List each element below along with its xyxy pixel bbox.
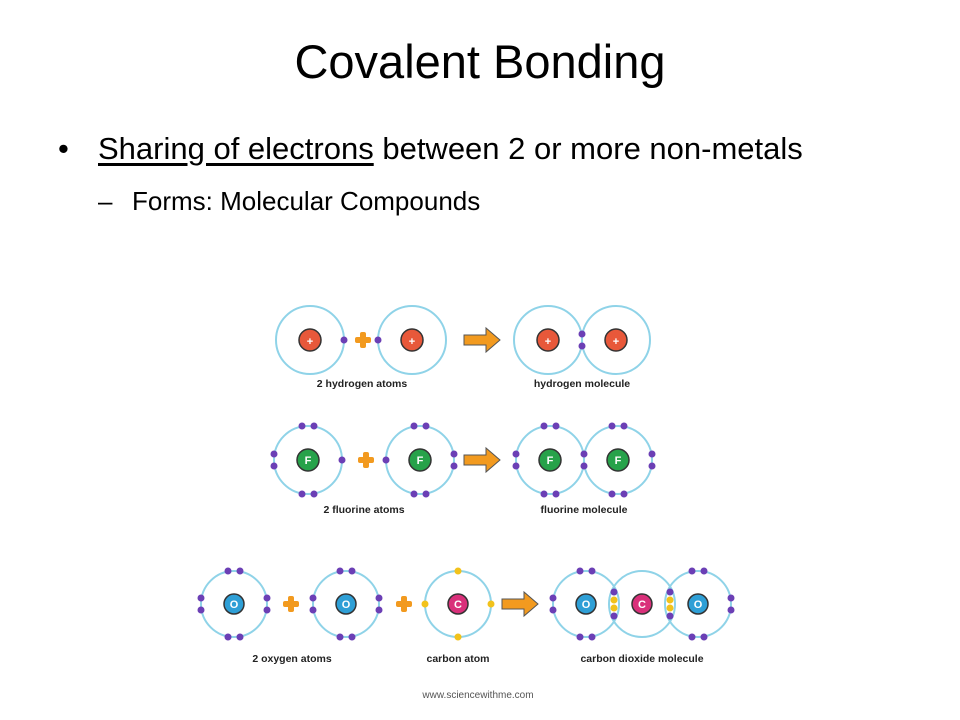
orbit-ring — [552, 570, 620, 638]
product-label: carbon dioxide molecule — [580, 653, 703, 665]
nucleus-symbol: + — [545, 336, 551, 348]
reactant-label: 2 fluorine atoms — [323, 504, 404, 516]
reactant-label: 2 hydrogen atoms — [317, 378, 408, 390]
electron-group — [309, 567, 383, 641]
orbit-ring — [583, 425, 653, 495]
fluorine-nucleus — [606, 448, 630, 472]
hydrogen-nucleus — [604, 328, 628, 352]
oxygen-nucleus — [335, 593, 357, 615]
product-label: hydrogen molecule — [534, 378, 630, 390]
electron-group — [197, 567, 271, 641]
reaction-arrow-icon — [463, 326, 501, 354]
nucleus-symbol: O — [342, 599, 351, 611]
nucleus-symbol: + — [613, 336, 619, 348]
bullet-item: • Sharing of electrons between 2 or more… — [58, 128, 938, 170]
orbit-ring — [200, 570, 268, 638]
orbit-ring — [312, 570, 380, 638]
reactant-label: 2 oxygen atoms — [252, 653, 332, 665]
plus-icon — [355, 332, 371, 348]
nucleus-symbol: F — [615, 455, 622, 467]
orbit-ring — [664, 570, 732, 638]
source-credit: www.sciencewithme.com — [421, 690, 533, 701]
oxygen-nucleus — [575, 593, 597, 615]
diagram-svg: + + + + 2 hydrogen atoms hydrogen molecu… — [197, 305, 735, 701]
sub-bullet-item: – Forms: Molecular Compounds — [98, 184, 938, 218]
nucleus-symbol: + — [307, 336, 313, 348]
fluorine-row: F F F F — [270, 422, 656, 516]
carbon-nucleus — [447, 593, 469, 615]
electron-group — [610, 596, 674, 612]
middle-label: carbon atom — [426, 653, 489, 665]
bullet-list: • Sharing of electrons between 2 or more… — [58, 128, 938, 218]
electron-group — [512, 422, 656, 498]
nucleus-symbol: O — [582, 599, 591, 611]
electron-group — [549, 567, 735, 641]
nucleus-symbol: F — [305, 455, 312, 467]
reaction-arrow-icon — [463, 446, 501, 474]
bullet-dot: • — [58, 131, 69, 166]
fluorine-nucleus — [296, 448, 320, 472]
hydrogen-nucleus — [400, 328, 424, 352]
electron — [374, 336, 382, 344]
carbon-nucleus — [631, 593, 653, 615]
nucleus-symbol: C — [454, 599, 462, 611]
nucleus-symbol: O — [230, 599, 239, 611]
hydrogen-nucleus — [298, 328, 322, 352]
product-label: fluorine molecule — [541, 504, 628, 516]
fluorine-nucleus — [408, 448, 432, 472]
electron — [340, 336, 348, 344]
shared-electron — [578, 330, 586, 338]
bullet-underlined-text: Sharing of electrons — [98, 131, 374, 166]
sub-bullet-text: Forms: Molecular Compounds — [132, 186, 481, 216]
nucleus-symbol: C — [638, 599, 646, 611]
hydrogen-row: + + + + 2 hydrogen atoms hydrogen molecu… — [275, 305, 651, 390]
orbit-ring — [581, 305, 651, 375]
nucleus-symbol: + — [409, 336, 415, 348]
plus-icon — [396, 596, 412, 612]
electron-group — [382, 422, 458, 498]
nucleus-symbol: F — [547, 455, 554, 467]
nucleus-symbol: F — [417, 455, 424, 467]
carbon-dioxide-row: O O C O C — [197, 567, 735, 665]
oxygen-nucleus — [687, 593, 709, 615]
covalent-bond-diagram: + + + + 2 hydrogen atoms hydrogen molecu… — [180, 292, 740, 712]
slide-title: Covalent Bonding — [294, 35, 666, 88]
bullet-text: between 2 or more non-metals — [373, 131, 803, 166]
plus-icon — [283, 596, 299, 612]
nucleus-symbol: O — [694, 599, 703, 611]
oxygen-nucleus — [223, 593, 245, 615]
fluorine-nucleus — [538, 448, 562, 472]
hydrogen-nucleus — [536, 328, 560, 352]
electron-group — [421, 567, 495, 641]
plus-icon — [358, 452, 374, 468]
sub-bullet-dash: – — [98, 186, 113, 216]
orbit-ring — [608, 570, 676, 638]
shared-electron — [578, 342, 586, 350]
electron-group — [270, 422, 346, 498]
reaction-arrow-icon — [501, 590, 539, 618]
